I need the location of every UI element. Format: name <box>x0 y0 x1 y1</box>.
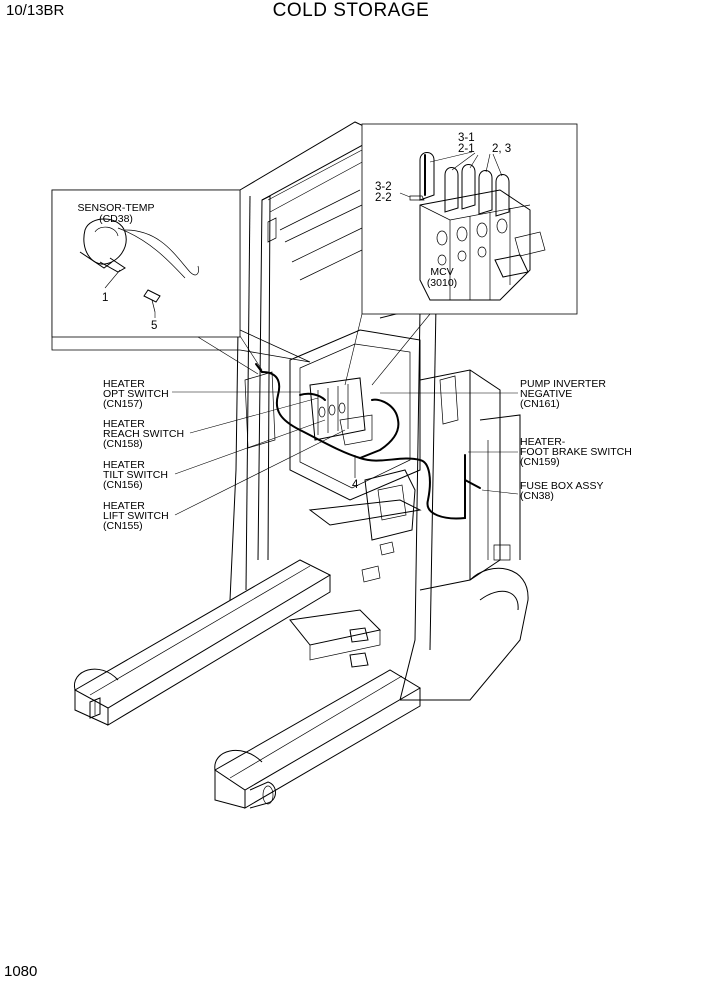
callouts-left: HEATER OPT SWITCH (CN157) HEATER REACH S… <box>103 378 346 532</box>
callout-lift-switch-l2: LIFT SWITCH <box>103 510 169 522</box>
item-number-2-1: 2-1 <box>458 143 475 155</box>
mcv-detail: 3-1 2-1 2, 3 3-2 2-2 MCV (3010) <box>344 123 578 386</box>
item-number-3-2: 3-2 <box>375 181 392 193</box>
item-number-4: 4 <box>352 479 359 491</box>
item-number-3-1: 3-1 <box>458 132 475 144</box>
callout-tilt-switch-l1: HEATER <box>103 459 145 471</box>
callout-foot-brake-l2: FOOT BRAKE SWITCH <box>520 446 632 458</box>
item-number-5: 5 <box>151 320 157 332</box>
model-code: 10/13BR <box>6 2 65 19</box>
callout-foot-brake-l1: HEATER- <box>520 436 566 448</box>
callout-opt-switch-l2: OPT SWITCH <box>103 388 169 400</box>
callout-reach-switch-l1: HEATER <box>103 418 145 430</box>
sensor-code: (CD38) <box>99 213 133 225</box>
callout-pump-inverter-l2: NEGATIVE <box>520 388 572 400</box>
callout-lift-switch-l3: (CN155) <box>103 520 143 532</box>
callout-pump-inverter-l1: PUMP INVERTER <box>520 378 606 390</box>
callout-reach-switch-l3: (CN158) <box>103 438 143 450</box>
mcv-label: MCV <box>430 266 453 278</box>
item-number-2-3: 2, 3 <box>492 143 511 155</box>
callout-pump-inverter-l3: (CN161) <box>520 398 560 410</box>
callout-opt-switch-l1: HEATER <box>103 378 145 390</box>
heater-wiring-harness <box>255 363 481 520</box>
callouts-right: PUMP INVERTER NEGATIVE (CN161) HEATER- F… <box>380 378 632 502</box>
item-number-2-2: 2-2 <box>375 192 392 204</box>
callout-opt-switch-l3: (CN157) <box>103 398 143 410</box>
sensor-detail: SENSOR-TEMP (CD38) 1 5 <box>51 189 311 375</box>
page-number: 1080 <box>4 963 38 980</box>
sensor-label: SENSOR-TEMP <box>77 202 154 214</box>
callout-fuse-box-l2: (CN38) <box>520 490 554 502</box>
callout-tilt-switch-l2: TILT SWITCH <box>103 469 168 481</box>
callout-reach-switch-l2: REACH SWITCH <box>103 428 184 440</box>
callout-foot-brake-l3: (CN159) <box>520 456 560 468</box>
callout-lift-switch-l1: HEATER <box>103 500 145 512</box>
callout-fuse-box-l1: FUSE BOX ASSY <box>520 480 603 492</box>
callout-tilt-switch-l3: (CN156) <box>103 479 143 491</box>
mcv-code: (3010) <box>427 277 457 289</box>
item-number-1: 1 <box>102 292 108 304</box>
page-title: COLD STORAGE <box>272 0 430 21</box>
